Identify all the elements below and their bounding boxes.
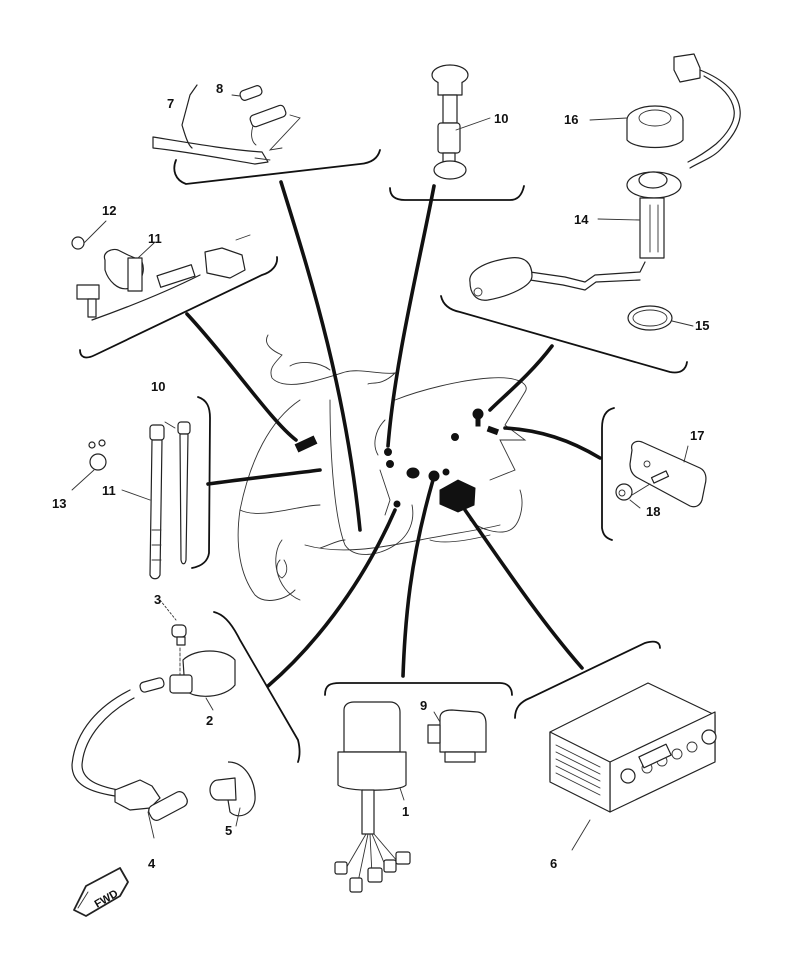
callout-6: 6	[550, 856, 557, 871]
callout-10-top: 10	[494, 111, 508, 126]
mounted-plug	[384, 448, 392, 456]
fwd-direction-badge: FWD	[73, 867, 129, 917]
part-relay	[334, 701, 487, 893]
part-ignition	[71, 599, 256, 839]
callout-numbers: 1 2 3 4 5 6 7 8 9 10 10 11 11 12 13 14 1…	[52, 81, 709, 871]
callout-8: 8	[216, 81, 223, 96]
callout-15: 15	[695, 318, 709, 333]
callout-18: 18	[646, 504, 660, 519]
callout-17: 17	[690, 428, 704, 443]
brackets	[79, 149, 688, 763]
mounted-battery	[439, 479, 476, 513]
callout-13: 13	[52, 496, 66, 511]
callout-12: 12	[102, 203, 116, 218]
connector-sleeve-part	[239, 85, 263, 101]
callout-14: 14	[574, 212, 589, 227]
callout-9: 9	[420, 698, 427, 713]
part-fuel-sender	[469, 53, 741, 331]
part-cable-ties	[71, 421, 191, 580]
forward-arrow-icon	[77, 891, 89, 909]
callout-11-top: 11	[148, 231, 162, 246]
part-sensor-bracket	[71, 220, 251, 321]
scooter-body-outline	[237, 334, 527, 601]
callout-7: 7	[167, 96, 174, 111]
leader-lines	[185, 180, 602, 688]
callout-1: 1	[402, 804, 409, 819]
part-fuel-plug	[431, 64, 491, 180]
part-harness-group	[152, 84, 301, 165]
part-reflector	[615, 440, 707, 509]
callout-5: 5	[225, 823, 232, 838]
callout-16: 16	[564, 112, 578, 127]
callout-10-left: 10	[151, 379, 165, 394]
mounted-tie	[294, 435, 318, 453]
callout-11-left: 11	[102, 483, 116, 498]
callout-3: 3	[154, 592, 161, 607]
callout-4: 4	[148, 856, 156, 871]
callout-2: 2	[206, 713, 213, 728]
part-battery	[549, 682, 717, 851]
